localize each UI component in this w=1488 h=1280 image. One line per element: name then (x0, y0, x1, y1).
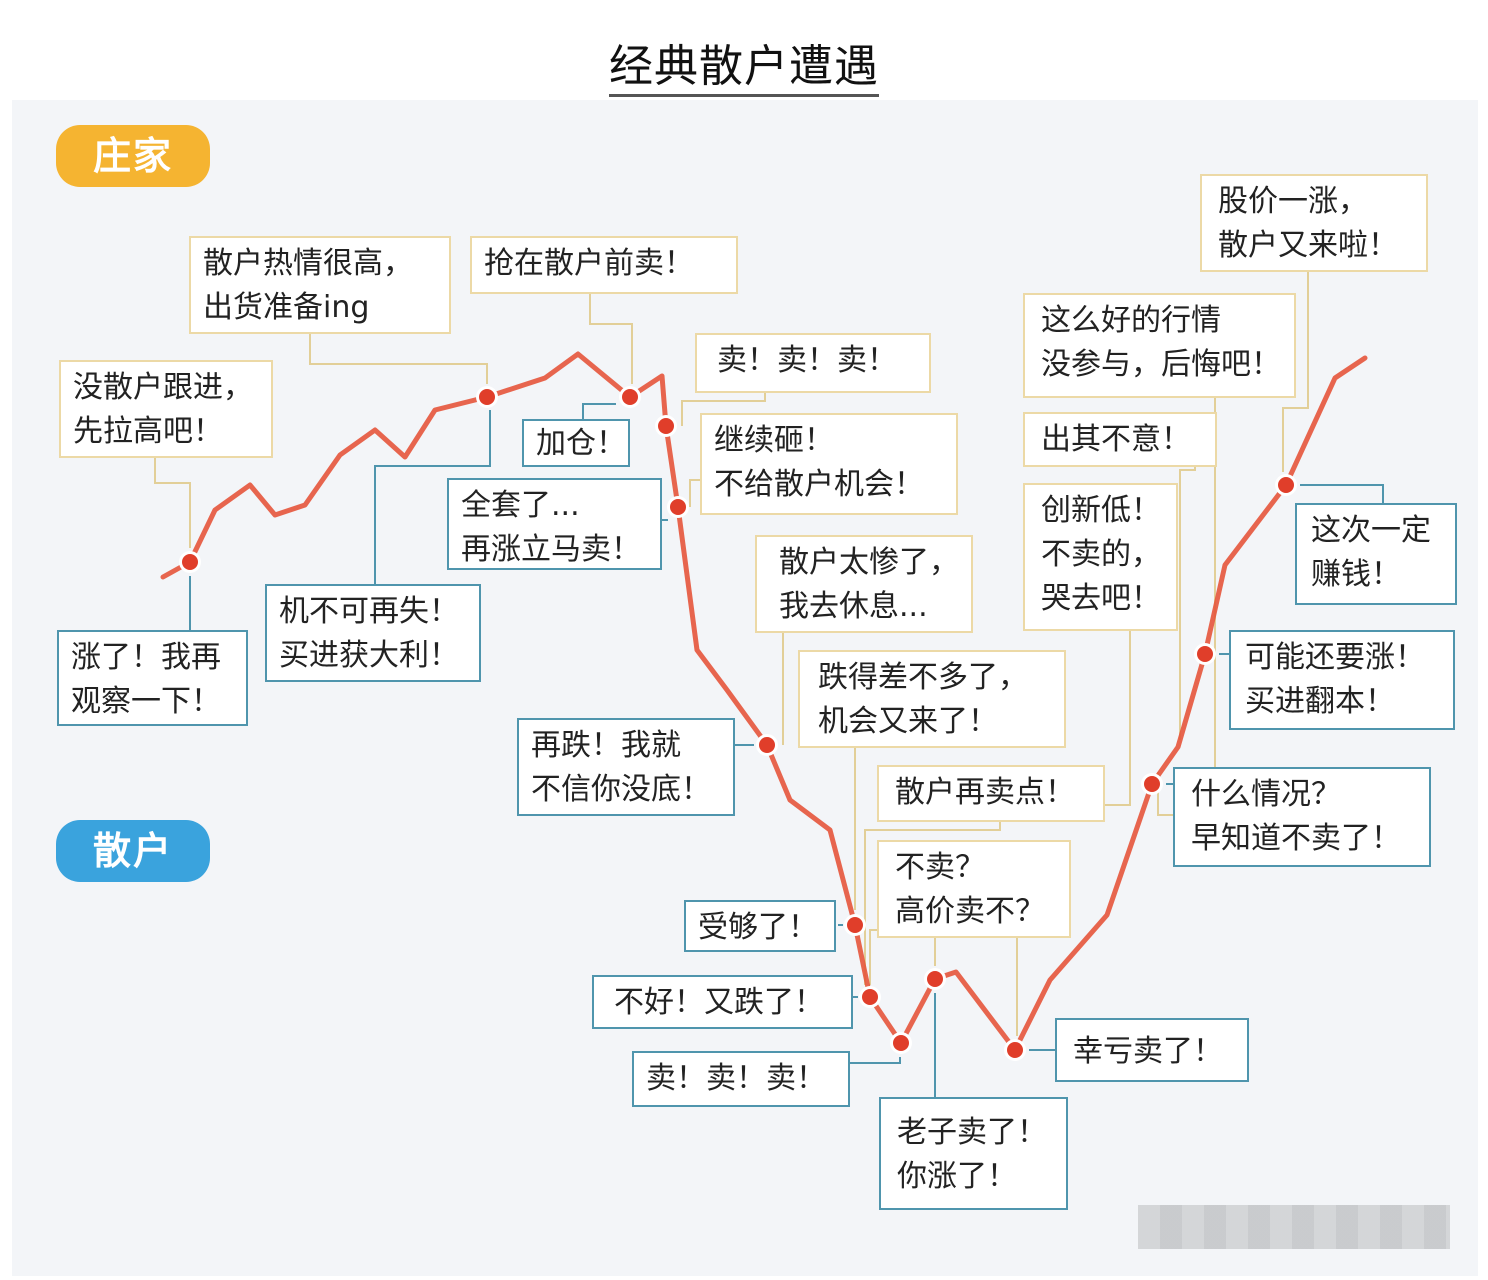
retail-note-9: 老子卖了！ 你涨了！ (879, 1097, 1068, 1210)
dealer-note-11: 出其不意！ (1023, 412, 1217, 467)
dealer-note-2: 散户热情很高， 出货准备ing (189, 236, 451, 334)
dealer-role-badge: 庄家 (56, 125, 210, 187)
retail-note-7: 不好！又跌了！ (592, 975, 853, 1029)
blurred-watermark (1138, 1205, 1450, 1249)
dealer-note-9: 不卖？ 高价卖不？ (877, 840, 1071, 938)
event-dot (479, 389, 495, 405)
retail-note-11: 什么情况？ 早知道不卖了！ (1173, 767, 1431, 867)
retail-note-3: 加仓！ (522, 419, 630, 467)
event-dot (670, 499, 686, 515)
retail-note-12: 可能还要涨！ 买进翻本！ (1229, 630, 1455, 730)
event-dot (1197, 646, 1213, 662)
retail-note-10: 幸亏卖了！ (1055, 1018, 1249, 1082)
event-dot (759, 737, 775, 753)
dealer-note-4: 卖！卖！卖！ (695, 333, 931, 393)
dealer-note-7: 跌得差不多了， 机会又来了！ (798, 650, 1066, 748)
event-dot (622, 389, 638, 405)
dealer-note-10: 这么好的行情 没参与，后悔吧！ (1023, 293, 1296, 398)
retail-role-badge: 散户 (56, 820, 210, 882)
dealer-note-1: 没散户跟进， 先拉高吧！ (59, 360, 273, 458)
event-dot (927, 971, 943, 987)
retail-note-2: 机不可再失！ 买进获大利！ (265, 584, 481, 682)
event-dot (182, 554, 198, 570)
retail-note-8: 卖！卖！卖！ (632, 1051, 850, 1107)
event-dot (893, 1035, 909, 1051)
retail-note-13: 这次一定 赚钱！ (1295, 503, 1457, 605)
event-dot (658, 418, 674, 434)
dealer-note-3: 抢在散户前卖！ (470, 236, 738, 294)
event-dot (847, 917, 863, 933)
event-dot (1144, 776, 1160, 792)
page-title: 经典散户遭遇 (0, 30, 1488, 97)
event-dots (179, 386, 1297, 1061)
retail-note-5: 再跌！我就 不信你没底！ (517, 718, 735, 816)
event-dot (862, 989, 878, 1005)
retail-connectors (189, 403, 1384, 1098)
dealer-note-6: 散户太惨了， 我去休息... (755, 535, 973, 633)
dealer-note-5: 继续砸！ 不给散户机会！ (700, 413, 958, 515)
retail-note-1: 涨了！我再 观察一下！ (57, 630, 248, 726)
event-dot (1007, 1042, 1023, 1058)
retail-note-4: 全套了... 再涨立马卖！ (447, 478, 662, 570)
event-dot (1278, 477, 1294, 493)
dealer-note-8: 散户再卖点！ (877, 765, 1105, 822)
dealer-note-13: 股价一涨， 散户又来啦！ (1200, 174, 1428, 272)
dealer-note-12: 创新低！ 不卖的， 哭去吧！ (1023, 483, 1178, 631)
retail-note-6: 受够了！ (684, 900, 836, 952)
